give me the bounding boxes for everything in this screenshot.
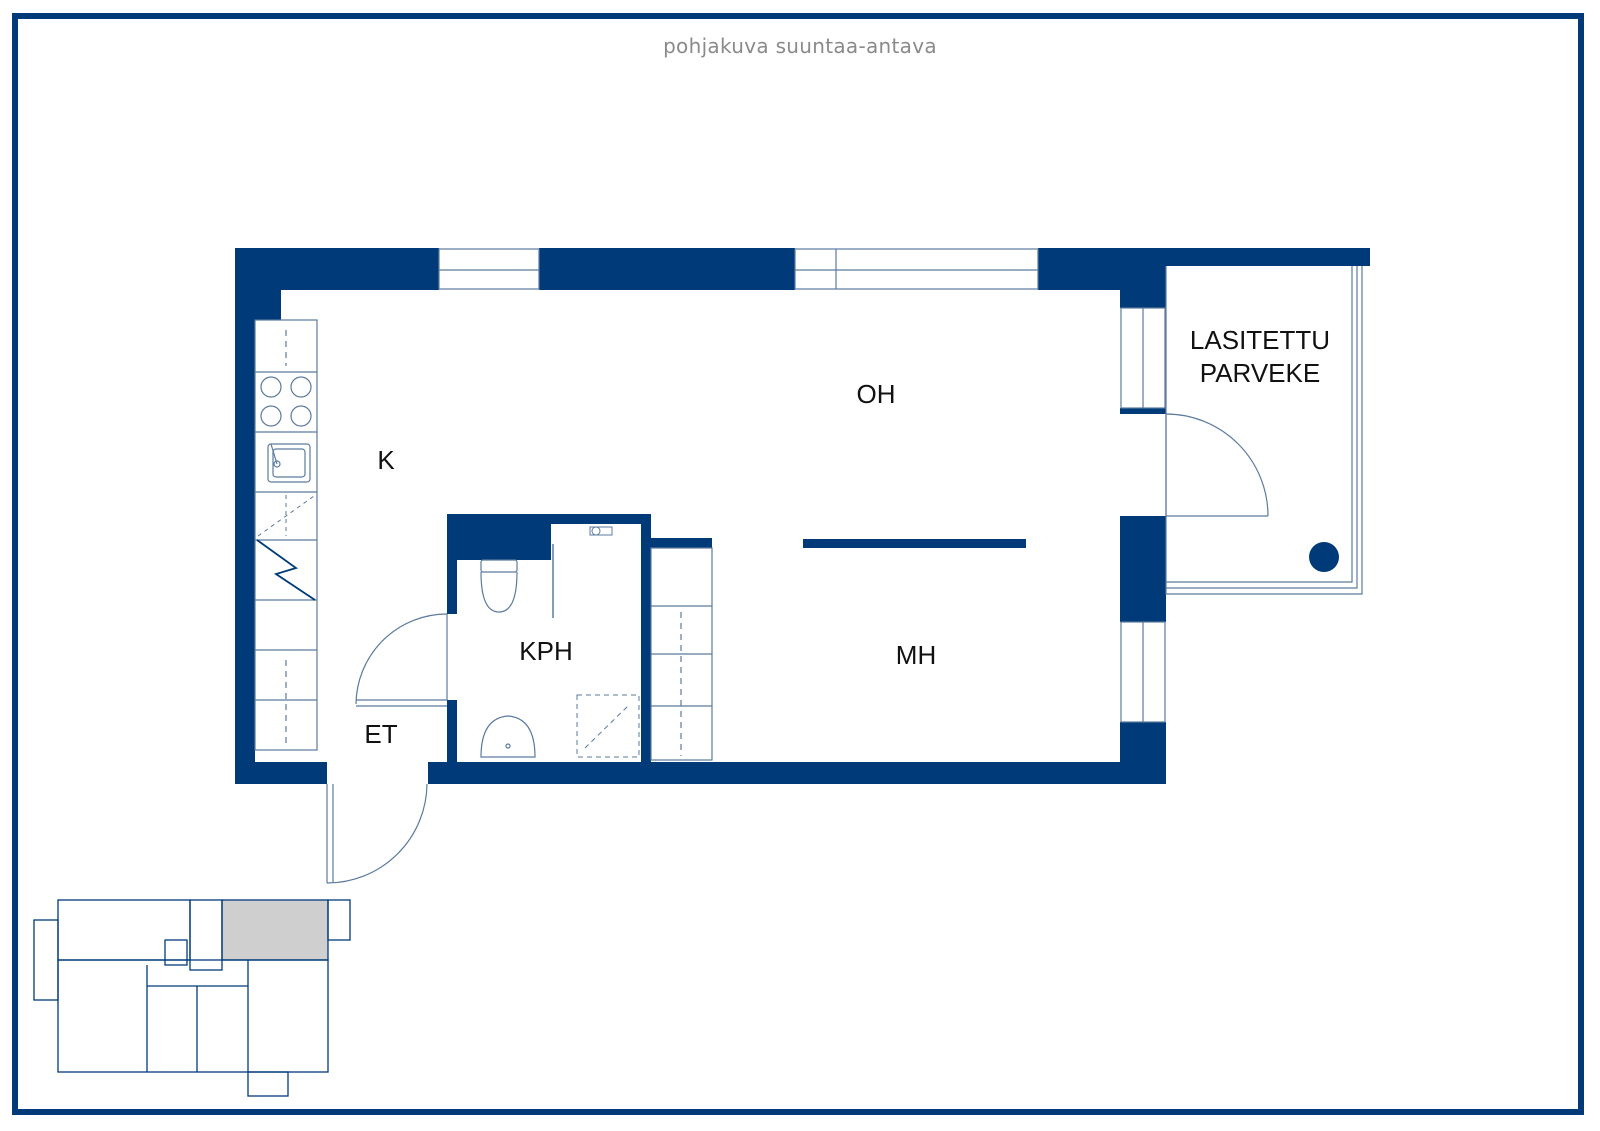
fridge-icon — [256, 539, 316, 601]
room-label-et: ET — [364, 719, 397, 749]
room-label-balcony-line1: LASITETTU — [1190, 325, 1330, 355]
kitchen-sink-icon — [267, 443, 311, 483]
shower-tap-icon — [589, 526, 613, 536]
top-windows — [438, 248, 1039, 290]
right-windows — [1120, 307, 1166, 723]
room-label-kph: KPH — [519, 636, 572, 666]
wardrobe — [650, 538, 713, 761]
bathroom-door — [355, 613, 448, 707]
room-label-k: K — [377, 445, 395, 475]
balcony-outline — [1165, 266, 1363, 595]
bathroom-walls — [447, 514, 651, 762]
washbasin-icon — [480, 715, 536, 758]
shower-tray — [576, 694, 640, 758]
toilet-icon — [480, 559, 518, 613]
entrance-door — [326, 783, 428, 884]
dishwasher-icon — [257, 495, 315, 537]
kitchen-counter — [254, 319, 318, 751]
stove-icon — [260, 376, 312, 427]
room-label-balcony-line2: PARVEKE — [1200, 358, 1320, 388]
drain-icon — [1309, 542, 1339, 572]
room-label-oh: OH — [857, 379, 896, 409]
plan-disclaimer: pohjakuva suuntaa-antava — [663, 34, 937, 58]
room-divider — [803, 539, 1026, 548]
outer-walls — [235, 248, 1370, 784]
apartment-highlight — [222, 900, 328, 960]
page-frame — [12, 13, 1584, 1115]
location-key-plan — [33, 899, 351, 1097]
room-label-mh: MH — [896, 640, 936, 670]
